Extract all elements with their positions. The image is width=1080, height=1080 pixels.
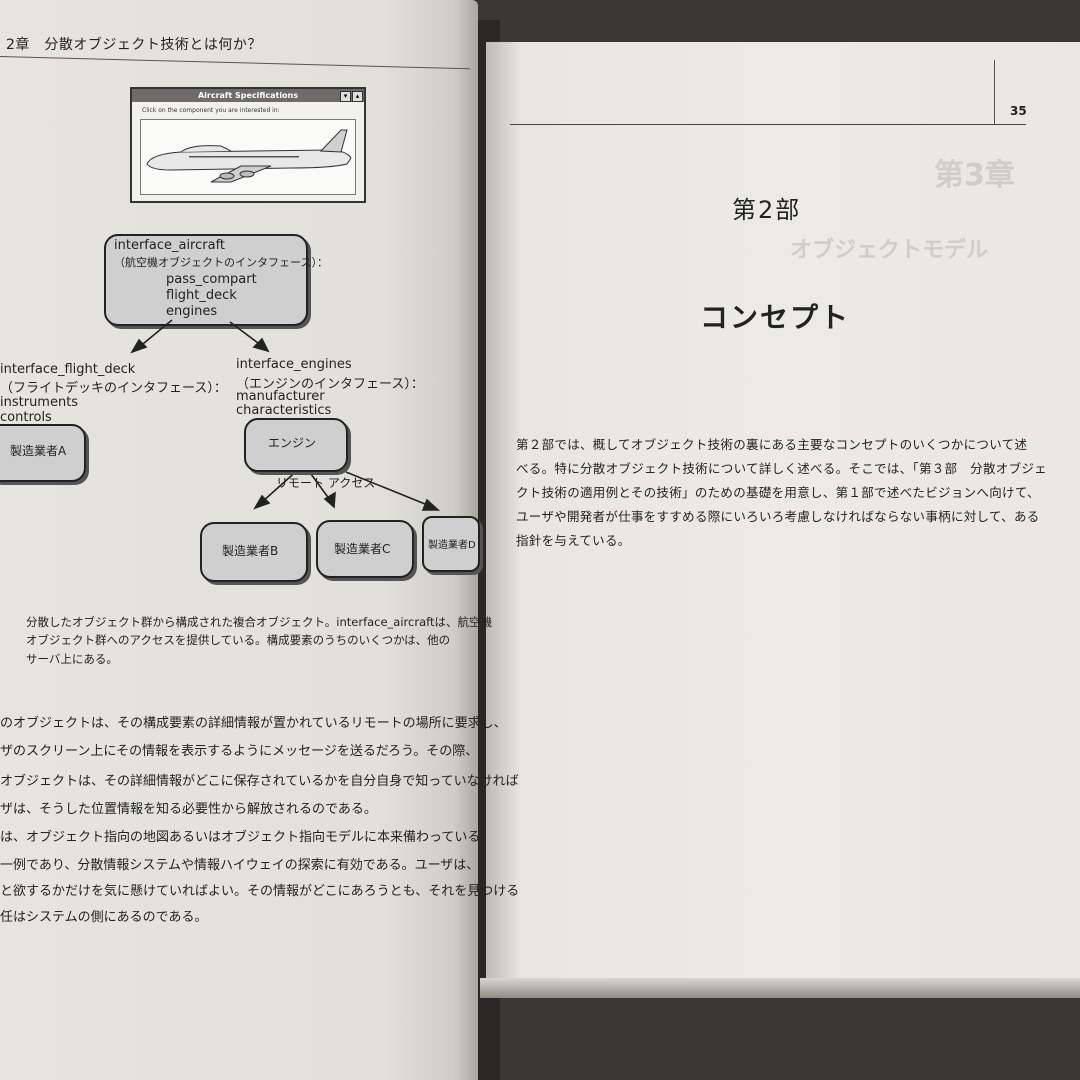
maker-c-box: [316, 520, 414, 578]
engines-item: manufacturer: [236, 389, 325, 404]
left-body-line: 任はシステムの側にあるのである。: [0, 910, 208, 925]
maker-d-box: [422, 516, 480, 572]
maker-b-box: [200, 522, 308, 582]
remote-access-label: リモート アクセス: [276, 476, 376, 490]
aircraft-dialog: Aircraft Specifications ▾ ▴ Click on the…: [130, 87, 366, 203]
figure-caption-line: サーバ上にある。: [26, 652, 118, 666]
engine-box: [244, 418, 348, 472]
right-body-line: 指針を与えている。: [516, 533, 631, 548]
figure-caption-line: オブジェクト群へのアクセスを提供している。構成要素のうちのいくつかは、他の: [26, 633, 451, 647]
maker-c-label: 製造業者C: [334, 542, 391, 556]
left-body-line: オブジェクトは、その詳細情報がどこに保存されているかを自分自身で知っていなければ: [0, 774, 519, 789]
right-page: [486, 42, 1080, 987]
flight-deck-item: controls: [0, 410, 52, 425]
left-body-line: のオブジェクトは、その構成要素の詳細情報が置かれているリモートの場所に要求し、: [0, 716, 507, 731]
dialog-prompt: Click on the component you are intereste…: [142, 107, 280, 114]
maker-b-label: 製造業者B: [222, 544, 279, 558]
flight-deck-subtitle: （フライトデッキのインタフェース）：: [0, 381, 227, 396]
aircraft-box-item: pass_compart: [166, 272, 257, 287]
engines-title: interface_engines: [236, 357, 352, 372]
dialog-title: Aircraft Specifications: [132, 89, 364, 102]
flight-deck-title: interface_flight_deck: [0, 362, 136, 377]
engine-label: エンジン: [268, 436, 317, 450]
engines-subtitle: （エンジンのインタフェース）：: [236, 377, 424, 392]
running-head: 2章 分散オブジェクト技術とは何か？: [6, 37, 262, 53]
flight-deck-item: instruments: [0, 395, 79, 410]
show-through-chapter: 第3章: [934, 158, 1015, 193]
left-body-line: は、オブジェクト指向の地図あるいはオブジェクト指向モデルに本来備わっている: [0, 830, 481, 845]
aircraft-box-subtitle: （航空機オブジェクトのインタフェース）：: [114, 256, 328, 269]
aircraft-picture: [140, 119, 356, 195]
engines-item: characteristics: [236, 403, 332, 418]
part-label: 第2部: [732, 196, 802, 224]
page-number: 35: [1010, 104, 1027, 118]
aircraft-box-item: flight_deck: [166, 288, 237, 303]
aircraft-interface-box: [104, 234, 308, 326]
right-body-line: べる。特に分散オブジェクト技術について詳しく述べる。そこでは、「第３部 分散オブ…: [516, 461, 1047, 476]
maker-a-label: 製造業者A: [10, 444, 67, 458]
header-rule: [510, 124, 1026, 125]
right-body-line: 第２部では、概してオブジェクト技術の裏にある主要なコンセプトのいくつかについて述: [516, 437, 1028, 452]
left-body-line: ザは、そうした位置情報を知る必要性から解放されるのである。: [0, 802, 377, 817]
maker-a-box: [0, 424, 86, 482]
maker-d-label: 製造業者D: [428, 540, 476, 551]
minimize-icon: ▾: [340, 91, 351, 102]
aircraft-icon: [146, 129, 352, 183]
right-body-line: ユーザや開発者が仕事をすすめる際にいろいろ考慮しなければならない事柄に対して、あ…: [516, 509, 1040, 524]
show-through-title: オブジェクトモデル: [790, 238, 989, 263]
left-body-line: 一例であり、分散情報システムや情報ハイウェイの探索に有効である。ユーザは、: [0, 858, 480, 873]
left-body-line: と欲するかだけを気に懸けていればよい。その情報がどこにあろうとも、それを見つける: [0, 884, 520, 899]
right-body-line: クト技術の適用例とその技術」のための基礎を用意し、第１部で述べたビジョンへ向けて…: [516, 485, 1040, 500]
aircraft-box-title: interface_aircraft: [114, 238, 226, 253]
aircraft-box-item: engines: [166, 304, 218, 319]
header-vertical-rule: [994, 60, 995, 124]
page-stack-edge: [480, 978, 1080, 998]
diagram-arrows: [130, 319, 441, 511]
left-body-line: ザのスクリーン上にその情報を表示するようにメッセージを送るだろう。その際、: [0, 744, 479, 759]
maximize-icon: ▴: [352, 91, 363, 102]
figure-caption-line: 分散したオブジェクト群から構成された複合オブジェクト。interface_air…: [26, 615, 492, 629]
part-title: コンセプト: [700, 301, 851, 334]
